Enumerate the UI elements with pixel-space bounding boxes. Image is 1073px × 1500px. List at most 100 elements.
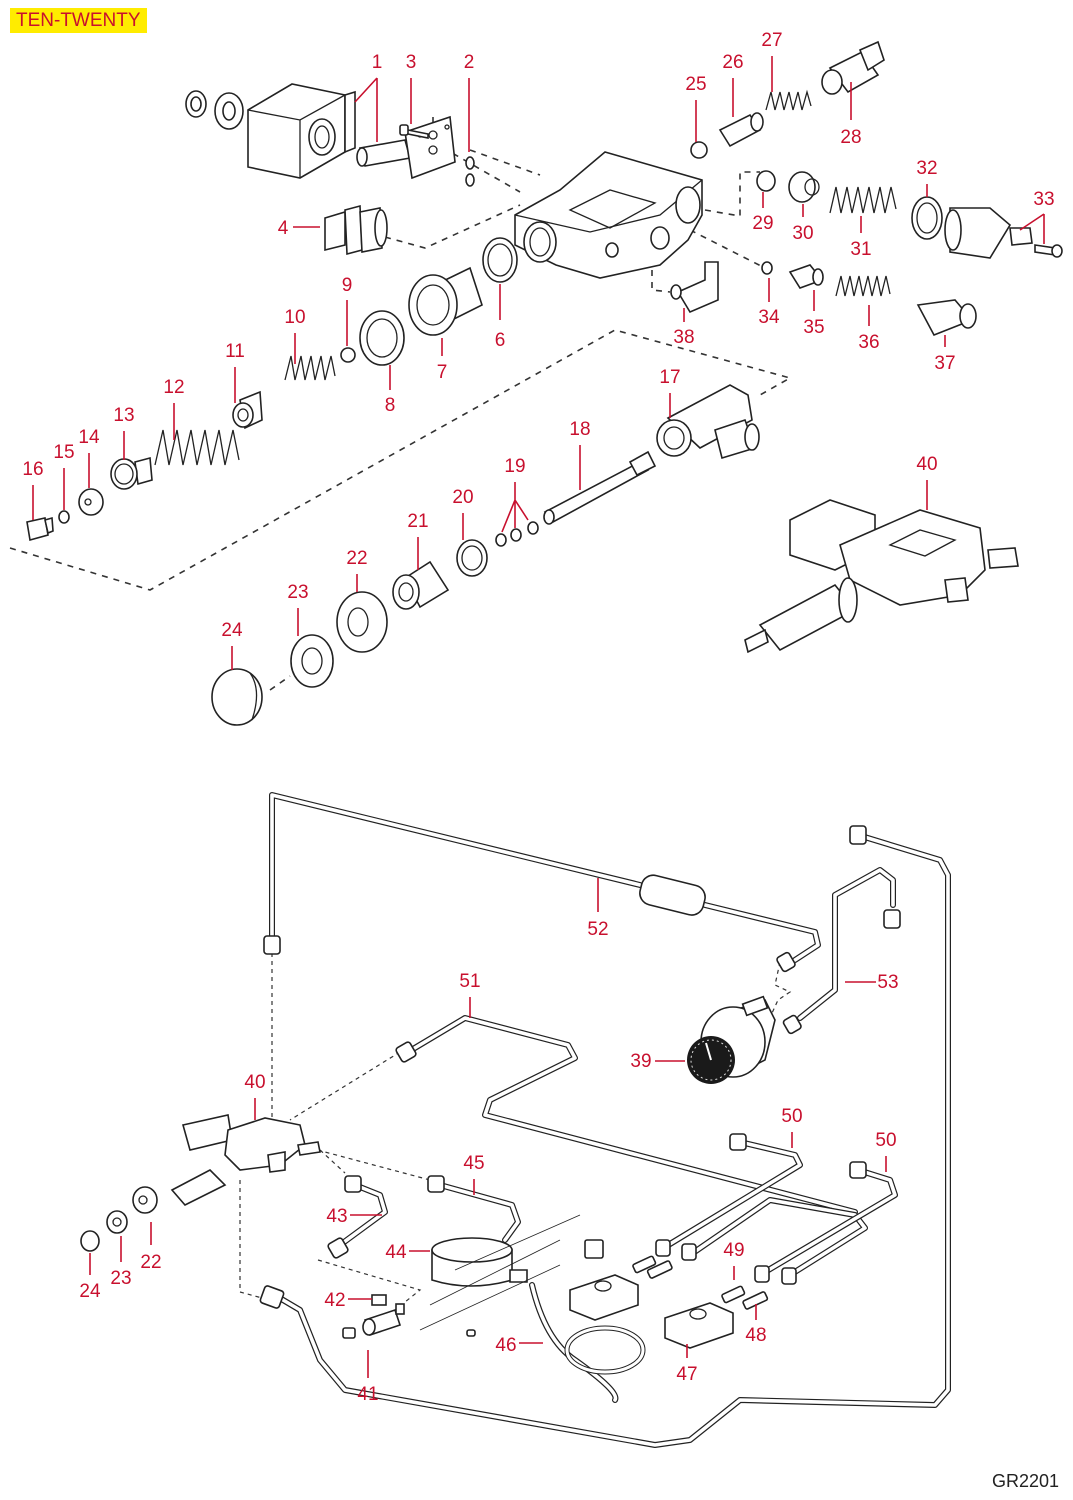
callout-23: 23 bbox=[110, 1268, 131, 1289]
callout-34: 34 bbox=[758, 307, 780, 328]
part-3-screw bbox=[399, 124, 429, 139]
part-41-fitting bbox=[342, 1327, 356, 1339]
part-8-washer bbox=[359, 310, 405, 366]
part-44-drip-tray bbox=[431, 1237, 528, 1337]
part-38-elbow bbox=[670, 261, 719, 314]
part-34-oring bbox=[761, 261, 773, 275]
callout-29: 29 bbox=[752, 213, 773, 234]
callout-30: 30 bbox=[792, 223, 813, 244]
part-6-seal-ring bbox=[482, 237, 518, 283]
callout-48: 48 bbox=[745, 1325, 766, 1346]
callout-36: 36 bbox=[858, 332, 879, 353]
pipe-51 bbox=[395, 1015, 858, 1215]
part-1-valve-stem bbox=[356, 115, 456, 180]
part-14-washer bbox=[78, 488, 104, 516]
callout-49: 49 bbox=[723, 1240, 744, 1261]
pipe-50-left bbox=[655, 1133, 868, 1278]
part-27-spring bbox=[765, 89, 812, 111]
part-33-fitting-screw bbox=[944, 207, 1063, 259]
part-40-assembled-valve bbox=[744, 499, 1019, 654]
callout-50: 50 bbox=[875, 1130, 896, 1151]
part-25-oring bbox=[690, 141, 708, 159]
part-39-pressure-gauge bbox=[687, 995, 776, 1084]
callout-4: 4 bbox=[278, 218, 289, 239]
part-37-plug bbox=[916, 299, 977, 337]
part-24-cap-installed bbox=[80, 1230, 100, 1252]
part-22-washer bbox=[336, 591, 388, 653]
callout-31: 31 bbox=[850, 239, 871, 260]
callout-16: 16 bbox=[22, 459, 43, 480]
callout-14: 14 bbox=[78, 427, 100, 448]
part-46-hose bbox=[529, 1282, 646, 1403]
part-29-seat bbox=[756, 170, 776, 192]
callout-24: 24 bbox=[221, 620, 243, 641]
part-32-washer bbox=[911, 196, 943, 240]
callout-41: 41 bbox=[357, 1384, 378, 1405]
part-1-solenoid bbox=[185, 83, 356, 179]
part-28-fitting bbox=[821, 40, 885, 95]
callout-13: 13 bbox=[113, 405, 134, 426]
base-plate-outline bbox=[419, 1214, 581, 1331]
pipe-52 bbox=[263, 792, 821, 973]
part-11-piston bbox=[232, 390, 263, 430]
callout-6: 6 bbox=[495, 330, 506, 351]
part-31-spring bbox=[829, 186, 897, 214]
part-17-tee bbox=[656, 384, 760, 460]
callout-45: 45 bbox=[463, 1153, 484, 1174]
part-35-poppet bbox=[788, 264, 824, 289]
callout-20: 20 bbox=[452, 487, 473, 508]
callout-39: 39 bbox=[630, 1051, 651, 1072]
callout-9: 9 bbox=[342, 275, 353, 296]
part-42-drain-valve bbox=[362, 1294, 405, 1337]
callout-2: 2 bbox=[464, 52, 475, 73]
callout-15: 15 bbox=[53, 442, 74, 463]
part-22-washer-installed bbox=[132, 1186, 158, 1214]
callout-28: 28 bbox=[840, 127, 861, 148]
part-30-piston bbox=[788, 171, 820, 203]
piping-guide-lines bbox=[239, 953, 792, 1303]
callout-53: 53 bbox=[877, 972, 898, 993]
part-12-spring bbox=[154, 429, 240, 466]
callout-leaders bbox=[32, 56, 1045, 1378]
part-13-cap bbox=[110, 456, 153, 490]
callout-40: 40 bbox=[244, 1072, 265, 1093]
callout-37: 37 bbox=[934, 353, 955, 374]
part-4-fitting bbox=[324, 204, 388, 256]
part-49-48-fittings bbox=[632, 1255, 769, 1310]
part-9-ball bbox=[340, 347, 356, 363]
callout-33: 33 bbox=[1033, 189, 1054, 210]
callout-21: 21 bbox=[407, 511, 428, 532]
part-18-shaft bbox=[543, 450, 657, 525]
figure-code: GR2201 bbox=[991, 1471, 1059, 1491]
callout-35: 35 bbox=[803, 317, 824, 338]
callout-23: 23 bbox=[287, 582, 308, 603]
callout-1: 1 bbox=[372, 52, 383, 73]
callout-18: 18 bbox=[569, 419, 590, 440]
part-26-poppet bbox=[718, 112, 764, 148]
pipe-53 bbox=[782, 867, 901, 1035]
part-2-orings bbox=[465, 156, 475, 187]
part-24-cap bbox=[211, 668, 263, 726]
callout-32: 32 bbox=[916, 158, 937, 179]
callout-40: 40 bbox=[916, 454, 937, 475]
callout-47: 47 bbox=[676, 1364, 697, 1385]
part-40-valve-installed bbox=[170, 1114, 321, 1206]
callout-38: 38 bbox=[673, 327, 694, 348]
frame-pipe bbox=[259, 825, 951, 1448]
callout-17: 17 bbox=[659, 367, 680, 388]
pipe-43 bbox=[327, 1175, 388, 1259]
callout-26: 26 bbox=[722, 52, 743, 73]
callout-51: 51 bbox=[459, 971, 480, 992]
callout-42: 42 bbox=[324, 1290, 345, 1311]
part-23-nut-installed bbox=[106, 1210, 128, 1234]
callout-22: 22 bbox=[346, 548, 367, 569]
part-15-oring bbox=[58, 510, 70, 524]
callout-24: 24 bbox=[79, 1281, 101, 1302]
callout-19: 19 bbox=[504, 456, 525, 477]
callout-11: 11 bbox=[225, 341, 245, 362]
callout-22: 22 bbox=[140, 1252, 161, 1273]
callout-12: 12 bbox=[163, 377, 184, 398]
part-36-spring bbox=[835, 275, 891, 297]
